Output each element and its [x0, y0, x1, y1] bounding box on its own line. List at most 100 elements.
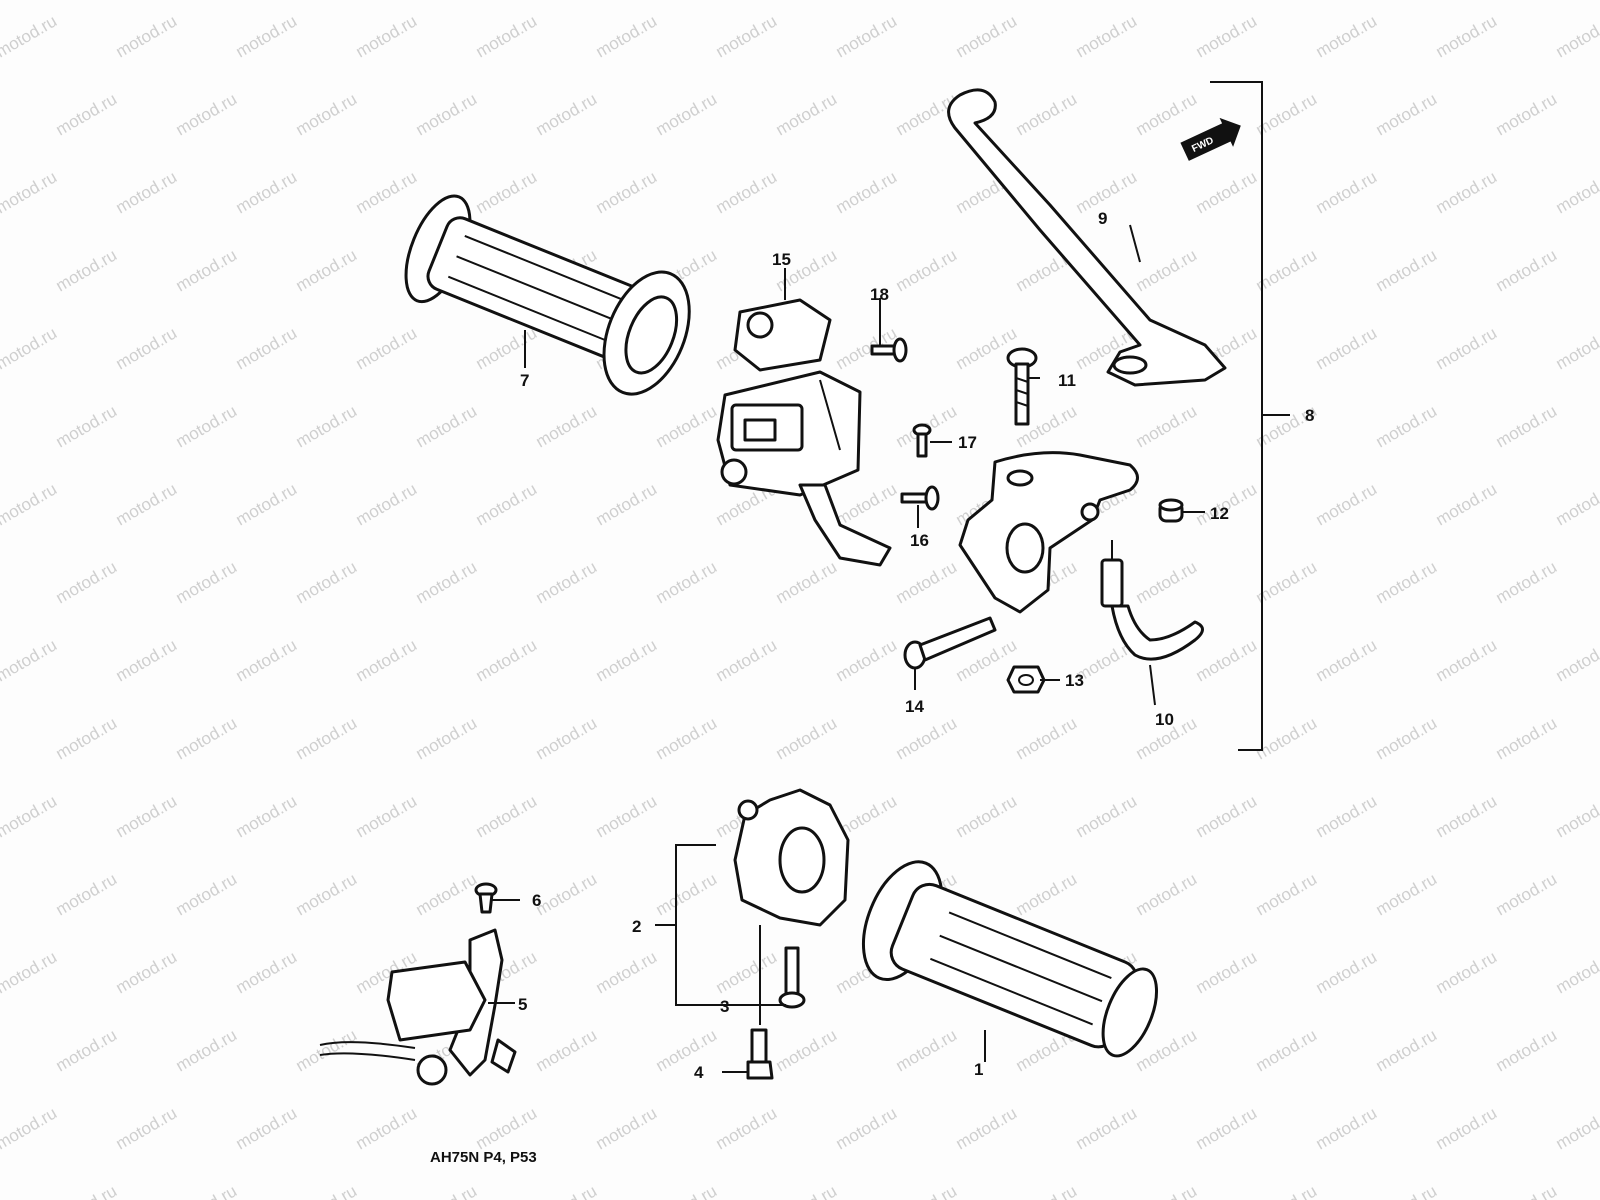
clutch-switch-10 [1100, 540, 1204, 661]
watermark-text: motod.ru [1553, 323, 1600, 373]
screw-17 [912, 423, 932, 458]
watermark-text: motod.ru [1133, 869, 1201, 919]
watermark-text: motod.ru [293, 869, 361, 919]
watermark-text: motod.ru [353, 635, 421, 685]
watermark-text: motod.ru [473, 1103, 541, 1153]
callout-9: 9 [1098, 209, 1107, 228]
watermark-text: motod.ru [113, 167, 181, 217]
watermark-text: motod.ru [293, 557, 361, 607]
watermark-text: motod.ru [1373, 713, 1441, 763]
watermark-text: motod.ru [533, 557, 601, 607]
watermark-text: motod.ru [893, 245, 961, 295]
watermark-text: motod.ru [773, 713, 841, 763]
nut-13 [1006, 665, 1046, 694]
watermark-text: motod.ru [1373, 89, 1441, 139]
watermark-text: motod.ru [0, 791, 60, 841]
watermark-text: motod.ru [53, 557, 121, 607]
watermark-text: motod.ru [1433, 479, 1501, 529]
watermark-text: motod.ru [473, 11, 541, 61]
watermark-text: motod.ru [1313, 635, 1381, 685]
watermark-text: motod.ru [1373, 1181, 1441, 1200]
watermark-text: motod.ru [1553, 791, 1600, 841]
watermark-text: motod.ru [53, 713, 121, 763]
watermark-text: motod.ru [1313, 479, 1381, 529]
callout-13: 13 [1065, 671, 1084, 690]
callout-18: 18 [870, 285, 889, 304]
watermark-text: motod.ru [713, 947, 781, 997]
watermark-text: motod.ru [833, 167, 901, 217]
watermark-text: motod.ru [0, 1103, 60, 1153]
watermark-text: motod.ru [473, 635, 541, 685]
watermark-text: motod.ru [1373, 401, 1441, 451]
watermark-text: motod.ru [1253, 869, 1321, 919]
watermark-text: motod.ru [893, 1181, 961, 1200]
watermark-text: motod.ru [1313, 11, 1381, 61]
watermark-text: motod.ru [233, 635, 301, 685]
fwd-direction-badge: FWD [1180, 117, 1241, 161]
callout-11: 11 [1058, 371, 1076, 390]
watermark-text: motod.ru [1073, 1103, 1141, 1153]
watermark-text: motod.ru [473, 479, 541, 529]
watermark-text: motod.ru [1133, 89, 1201, 139]
watermark-text: motod.ru [1553, 11, 1600, 61]
watermark-text: motod.ru [1253, 1025, 1321, 1075]
watermark-text: motod.ru [293, 401, 361, 451]
watermark-text: motod.ru [653, 869, 721, 919]
watermark-text: motod.ru [1073, 11, 1141, 61]
watermark-text: motod.ru [713, 635, 781, 685]
watermark-text: motod.ru [533, 1181, 601, 1200]
watermark-text: motod.ru [1493, 401, 1561, 451]
watermark-text: motod.ru [53, 401, 121, 451]
watermark-text: motod.ru [1553, 479, 1600, 529]
watermark-text: motod.ru [1253, 1181, 1321, 1200]
watermark-text: motod.ru [713, 167, 781, 217]
callout-labels: 1 2 3 4 5 6 7 8 9 10 11 12 13 14 15 16 1… [518, 209, 1314, 1082]
watermark-text: motod.ru [773, 1181, 841, 1200]
watermark-text: motod.ru [53, 245, 121, 295]
watermark-text: motod.ru [113, 479, 181, 529]
watermark-text: motod.ru [653, 557, 721, 607]
watermark-text: motod.ru [653, 713, 721, 763]
callout-6: 6 [532, 891, 541, 910]
watermark-text: motod.ru [53, 869, 121, 919]
watermark-text: motod.ru [1433, 635, 1501, 685]
watermark-text: motod.ru [233, 323, 301, 373]
watermark-text: motod.ru [293, 1025, 361, 1075]
watermark-text: motod.ru [473, 791, 541, 841]
watermark-text: motod.ru [173, 401, 241, 451]
watermark-text: motod.ru [1313, 323, 1381, 373]
callout-16: 16 [910, 531, 929, 550]
watermark-text: motod.ru [1433, 323, 1501, 373]
watermark-text: motod.ru [173, 1025, 241, 1075]
callout-14: 14 [905, 697, 924, 716]
watermark-text: motod.ru [1373, 557, 1441, 607]
switch-5 [319, 928, 517, 1086]
watermark-text: motod.ru [533, 401, 601, 451]
watermark-text: motod.ru [1193, 167, 1261, 217]
callout-15: 15 [772, 250, 791, 269]
watermark-text: motod.ru [113, 323, 181, 373]
watermark-text: motod.ru [113, 1103, 181, 1153]
watermark-text: motod.ru [233, 1103, 301, 1153]
watermark-text: motod.ru [893, 1025, 961, 1075]
watermark-text: motod.ru [533, 869, 601, 919]
watermark-text: motod.ru [53, 89, 121, 139]
watermark-text: motod.ru [1493, 89, 1561, 139]
watermark-text: motod.ru [233, 947, 301, 997]
watermark-text: motod.ru [293, 245, 361, 295]
watermark-text: motod.ru [233, 11, 301, 61]
watermark-text: motod.ru [833, 11, 901, 61]
watermark-text: motod.ru [1433, 1103, 1501, 1153]
watermark-text: motod.ru [413, 401, 481, 451]
watermark-text: motod.ru [1493, 1025, 1561, 1075]
callout-2: 2 [632, 917, 641, 936]
watermark-text: motod.ru [1493, 557, 1561, 607]
watermark-text: motod.ru [173, 245, 241, 295]
watermark-text: motod.ru [413, 557, 481, 607]
watermark-text: motod.ru [773, 557, 841, 607]
watermark-text: motod.ru [833, 635, 901, 685]
watermark-text: motod.ru [1013, 869, 1081, 919]
watermark-text: motod.ru [533, 1025, 601, 1075]
watermark-text: motod.ru [1133, 245, 1201, 295]
